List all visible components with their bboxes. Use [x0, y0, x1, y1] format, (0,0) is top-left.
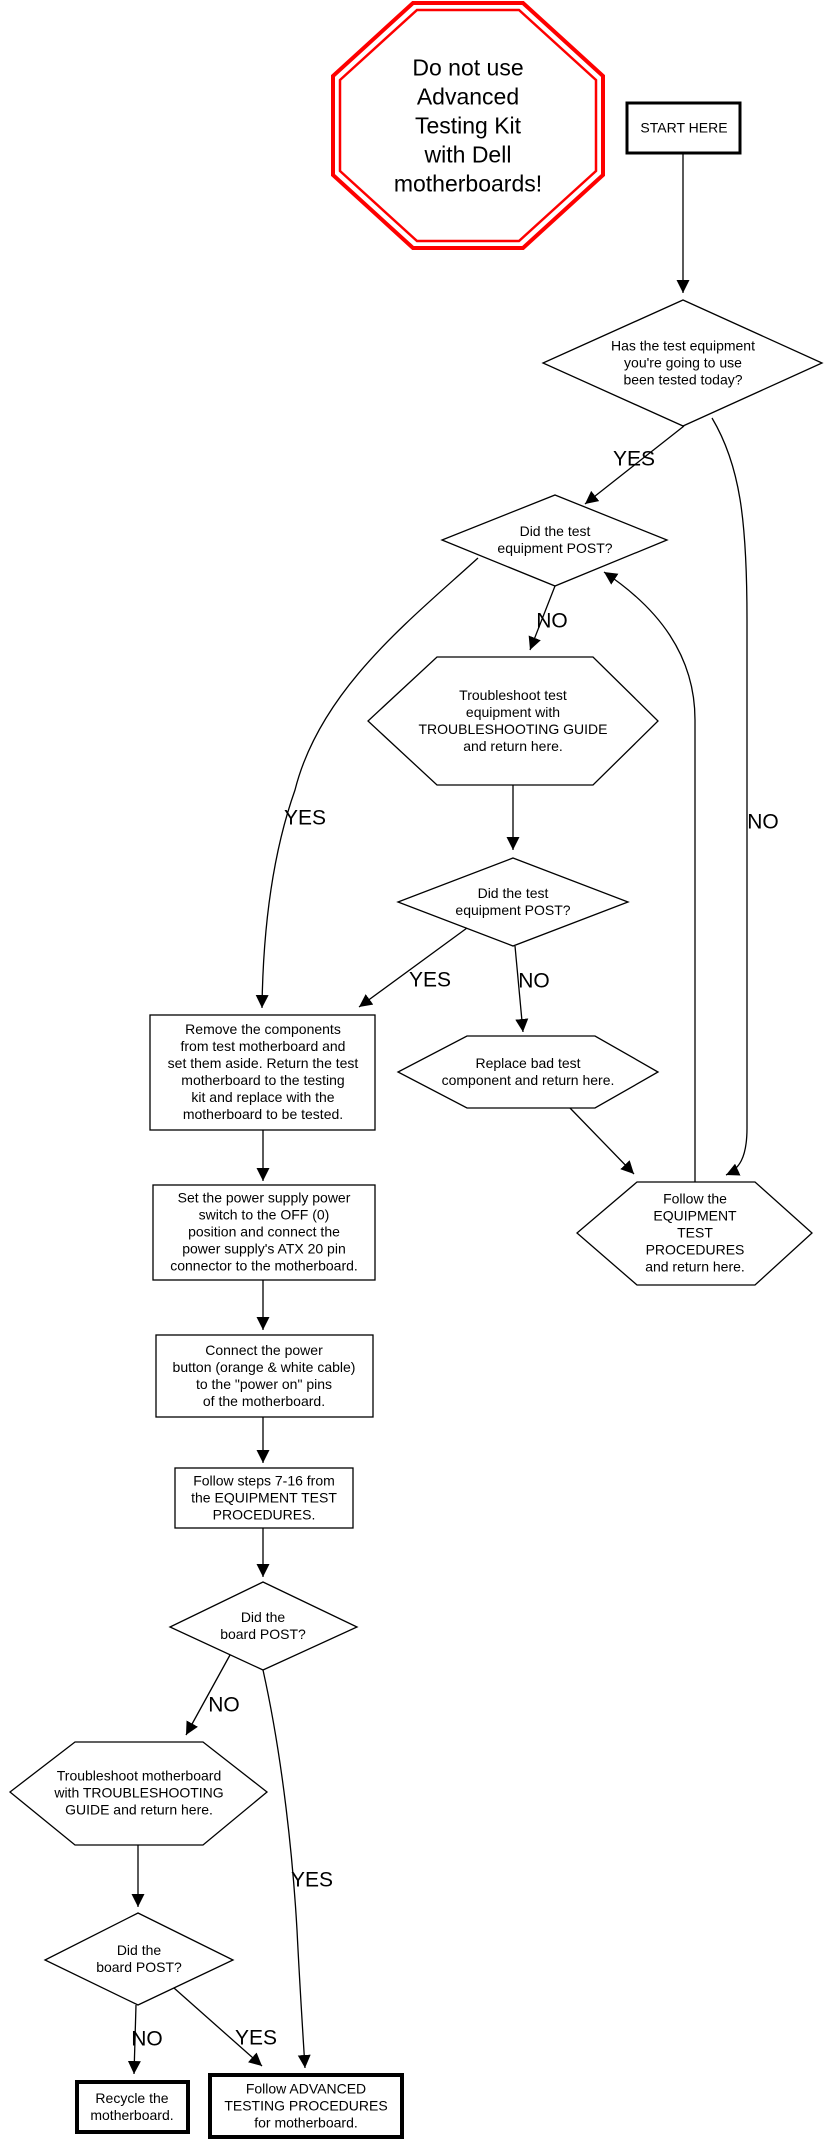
edge-post2-no	[514, 945, 529, 1033]
set-power-supply-text: Set the power supply power switch to the…	[170, 1189, 358, 1274]
board2-yes-label: YES	[234, 2026, 278, 2050]
replace-component-hexagon	[396, 1035, 660, 1109]
did-board-post-1-text: Did the board POST?	[220, 1609, 306, 1642]
tested-no-label: NO	[747, 810, 779, 834]
post1-no-label: NO	[536, 609, 568, 633]
connect-power-button-text: Connect the power button (orange & white…	[172, 1342, 356, 1409]
post2-no-label: NO	[518, 969, 550, 993]
edge-post1-no	[528, 585, 556, 651]
remove-components-text: Remove the components from test motherbo…	[167, 1021, 359, 1122]
tested-yes-label: YES	[612, 447, 656, 471]
start-here-label: START HERE	[640, 119, 728, 136]
board1-no-label: NO	[208, 1693, 240, 1717]
recycle-motherboard-box	[75, 2080, 190, 2134]
connect-power-button-box	[155, 1334, 374, 1418]
did-board-post-2-text: Did the board POST?	[96, 1942, 182, 1975]
equipment-test-text: Follow the EQUIPMENT TEST PROCEDURES and…	[645, 1190, 745, 1275]
edge-tested-no	[711, 417, 748, 1176]
troubleshoot-motherboard-text: Troubleshoot motherboard with TROUBLESHO…	[54, 1767, 224, 1818]
troubleshoot-equipment-hexagon	[367, 656, 659, 786]
edge-tested-yes	[584, 425, 685, 505]
edge-board1-no	[185, 1654, 231, 1736]
edge-replace-to-equipment-test	[569, 1107, 635, 1175]
did-post-2-text: Did the test equipment POST?	[455, 885, 571, 918]
did-post-1-text: Did the test equipment POST?	[497, 523, 613, 556]
stop-sign-octagon-outer	[331, 0, 605, 250]
advanced-testing-box	[208, 2073, 404, 2139]
board2-no-label: NO	[131, 2027, 163, 2051]
advanced-testing-text: Follow ADVANCED TESTING PROCEDURES for m…	[224, 2080, 388, 2131]
edge-equipment-test-return	[603, 571, 696, 1182]
edge-post1-yes	[255, 557, 479, 1009]
post1-yes-label: YES	[283, 806, 327, 830]
stop-sign-octagon-inner	[338, 8, 598, 243]
stop-sign-text: Do not use Advanced Testing Kit with Del…	[393, 54, 543, 197]
recycle-motherboard-text: Recycle the motherboard.	[90, 2090, 174, 2123]
did-post-2-diamond	[396, 857, 630, 947]
edge-board2-yes	[173, 1987, 263, 2067]
follow-steps-text: Follow steps 7-16 from the EQUIPMENT TES…	[191, 1472, 337, 1523]
follow-steps-box	[174, 1467, 354, 1529]
edge-post2-yes	[358, 927, 468, 1008]
did-board-post-2-diamond	[43, 1912, 235, 2006]
has-tested-text: Has the test equipment you're going to u…	[611, 337, 755, 388]
troubleshoot-motherboard-hexagon	[8, 1741, 269, 1846]
board1-yes-label: YES	[290, 1868, 334, 1892]
edge-board2-no	[127, 2004, 141, 2075]
set-power-supply-box	[152, 1184, 376, 1281]
edge-board1-yes	[262, 1669, 311, 2069]
troubleshoot-equipment-text: Troubleshoot test equipment with TROUBLE…	[418, 687, 608, 754]
replace-component-text: Replace bad test component and return he…	[441, 1055, 615, 1088]
post2-yes-label: YES	[408, 968, 452, 992]
equipment-test-hexagon	[576, 1181, 813, 1286]
